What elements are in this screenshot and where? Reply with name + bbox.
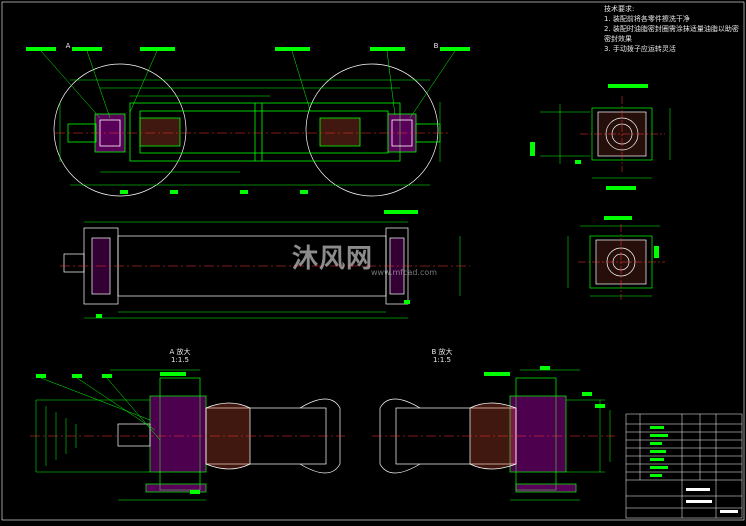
detail-a-scale: 1:1.5 xyxy=(171,356,189,364)
tech-req-line-1: 1. 装配前将各零件擦洗干净 xyxy=(604,15,690,23)
detail-circle-a xyxy=(53,63,187,197)
technical-requirements: 技术要求: 1. 装配前将各零件擦洗干净 2. 装配时油脂密封圈需涂抹适量油脂以… xyxy=(604,4,744,54)
title-block xyxy=(625,413,743,519)
side-view-bottom xyxy=(567,225,660,297)
detail-a-name: A 放大 xyxy=(169,348,191,356)
watermark-brand: 沐风网 xyxy=(292,244,374,274)
detail-b-view xyxy=(379,369,611,501)
tech-req-line-4: 3. 手动拨子应运转灵活 xyxy=(604,45,676,53)
watermark-url: www.mfcad.com xyxy=(371,268,438,277)
leader-labels-top xyxy=(26,47,470,194)
tech-req-line-2: 2. 装配时油脂密封圈需涂抹适量油脂以助密 xyxy=(604,25,739,33)
tech-req-line-3: 密封效果 xyxy=(604,35,632,43)
detail-b-scale: 1:1.5 xyxy=(433,356,451,364)
tech-req-title: 技术要求: xyxy=(604,5,635,13)
title-block-fields xyxy=(650,426,738,513)
main-section-view xyxy=(53,63,441,197)
detail-a-title: A 放大 1:1.5 xyxy=(160,348,200,364)
callout-b-label: B xyxy=(433,42,439,50)
side-view-top xyxy=(540,104,671,179)
detail-a-view xyxy=(35,369,341,501)
detail-circle-b xyxy=(305,63,439,197)
detail-b-title: B 放大 1:1.5 xyxy=(422,348,462,364)
detail-b-name: B 放大 xyxy=(431,348,453,356)
callout-a-label: A xyxy=(65,42,71,50)
